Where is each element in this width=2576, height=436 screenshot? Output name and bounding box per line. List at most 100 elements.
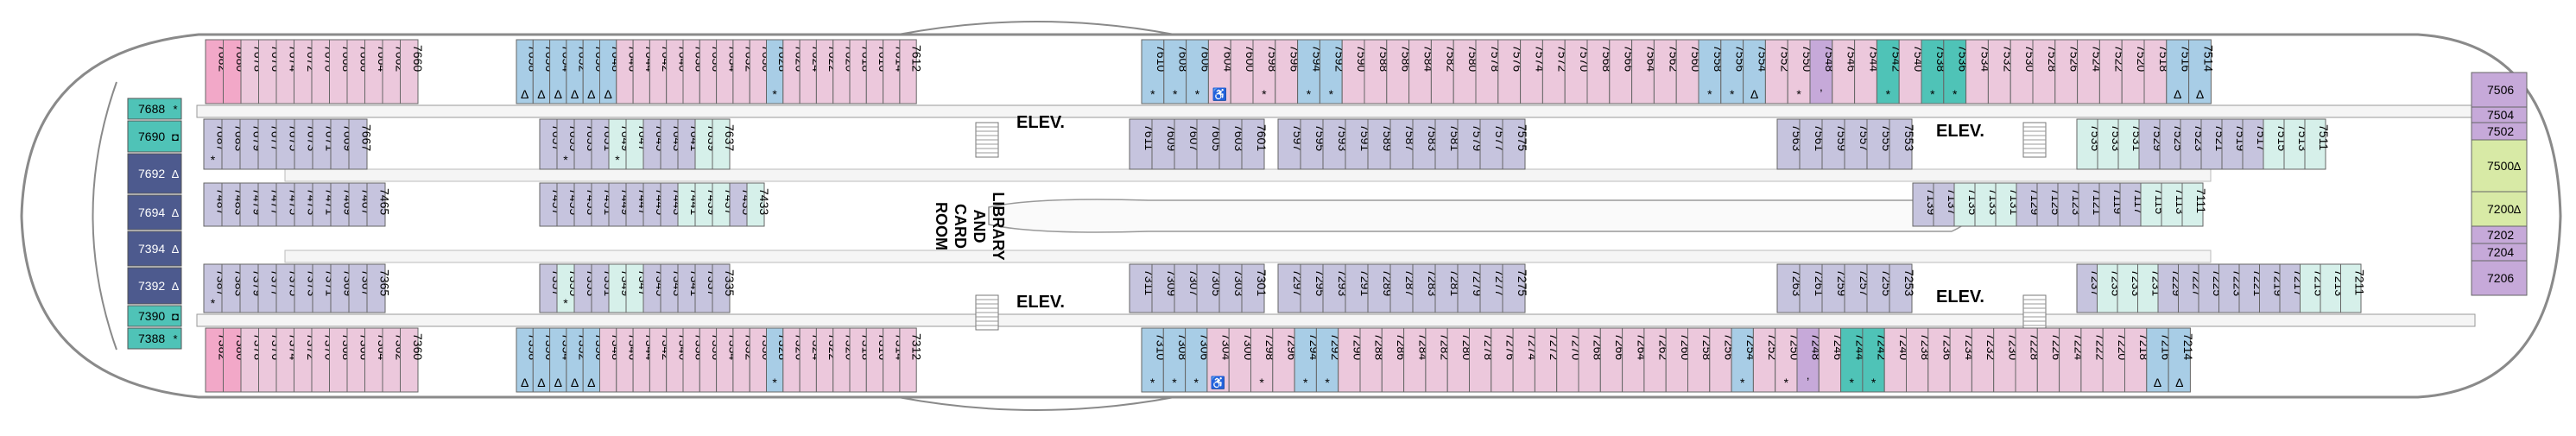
cabin-7226[interactable]: 7226	[2036, 327, 2064, 393]
cabin-7253[interactable]: 7253	[1889, 263, 1916, 313]
cabin-7280[interactable]: 7280	[1446, 327, 1474, 393]
cabin-number: 7253	[1902, 269, 1916, 296]
cabin-7572[interactable]: 7572	[1541, 39, 1569, 104]
cabin-7246[interactable]: 7246	[1818, 327, 1845, 393]
cabin-7540[interactable]: 7540	[1898, 39, 1926, 104]
cabin-7555[interactable]: 7555	[1866, 118, 1894, 170]
cabin-number: 7690	[138, 130, 165, 143]
cabin-7660[interactable]: 7660	[400, 39, 425, 104]
cabin-symbol: ◘	[172, 130, 179, 143]
cabin-7612[interactable]: 7612	[899, 39, 924, 104]
cabin-7388[interactable]: 7388*	[127, 327, 182, 350]
cabin-7594[interactable]: 7594*	[1297, 39, 1325, 104]
cabin-box	[1277, 263, 1301, 313]
cabin-symbol: Δ	[172, 167, 180, 180]
cabin-7502[interactable]: 7502	[2471, 122, 2528, 141]
cabin-7278[interactable]: 7278	[1469, 327, 1497, 393]
cabin-7560[interactable]: 7560	[1675, 39, 1703, 104]
cabin-7125[interactable]: 7125	[2036, 182, 2063, 227]
cabin-7556[interactable]: 7556*	[1720, 39, 1748, 104]
cabin-7264[interactable]: 7264	[1622, 327, 1649, 393]
cabin-7242[interactable]: 7242*	[1862, 327, 1889, 393]
cabin-7296[interactable]: 7296	[1272, 327, 1300, 393]
cabin-7557[interactable]: 7557	[1844, 118, 1871, 170]
cabin-7306[interactable]: 7306*	[1185, 327, 1212, 393]
cabin-7433[interactable]: 7433	[746, 182, 771, 227]
cabin-7690[interactable]: 7690 ◘	[127, 120, 182, 153]
cabin-number: 7601	[1255, 124, 1269, 151]
cabin-box	[127, 98, 182, 120]
cabin-7559[interactable]: 7559	[1821, 118, 1849, 170]
cabin-7277[interactable]: 7277	[1479, 263, 1507, 313]
cabin-7258[interactable]: 7258	[1687, 327, 1715, 393]
cabin-7365[interactable]: 7365	[366, 263, 392, 313]
cabin-7511[interactable]: 7511	[2304, 118, 2331, 170]
atrium-bottom-arc	[897, 396, 1175, 411]
cabin-7284[interactable]: 7284	[1403, 327, 1431, 393]
cabin-7275[interactable]: 7275	[1502, 263, 1529, 313]
cabin-7360[interactable]: 7360	[400, 327, 425, 393]
cabin-7553[interactable]: 7553	[1889, 118, 1916, 170]
cabin-box	[1675, 39, 1699, 104]
cabin-7292[interactable]: 7292*	[1315, 327, 1343, 393]
cabin-7335[interactable]: 7335	[712, 263, 737, 313]
cabin-7546[interactable]: 7546	[1832, 39, 1859, 104]
cabin-7575[interactable]: 7575	[1502, 118, 1529, 170]
cabin-7293[interactable]: 7293	[1322, 263, 1350, 313]
cabin-7688[interactable]: 7688*	[127, 98, 182, 120]
cabin-7637[interactable]: 7637	[712, 118, 737, 170]
cabin-7568[interactable]: 7568	[1586, 39, 1614, 104]
cabin-7290[interactable]: 7290	[1338, 327, 1365, 393]
cabin-7252[interactable]: 7252	[1752, 327, 1780, 393]
cabin-7232[interactable]: 7232	[1971, 327, 1998, 393]
cabin-7590[interactable]: 7590	[1341, 39, 1369, 104]
cabin-7531[interactable]: 7531	[2117, 118, 2144, 170]
cabin-7593[interactable]: 7593	[1322, 118, 1350, 170]
cabin-7552[interactable]: 7552	[1764, 39, 1792, 104]
cabin-box	[400, 39, 419, 104]
cabin-7390[interactable]: 7390◘	[127, 305, 182, 327]
cabin-7523[interactable]: 7523	[2180, 118, 2206, 170]
cabin-7515[interactable]: 7515	[2263, 118, 2289, 170]
cabin-7667[interactable]: 7667	[348, 118, 374, 170]
cabin-symbol: Δ	[604, 87, 611, 101]
cabin-box	[1141, 39, 1165, 104]
cabin-7301[interactable]: 7301	[1241, 263, 1269, 313]
cabin-7506[interactable]: 7506	[2471, 72, 2528, 108]
cabin-7204[interactable]: 7204	[2471, 243, 2528, 262]
cabin-7202[interactable]: 7202	[2471, 225, 2528, 244]
cabin-7564[interactable]: 7564	[1631, 39, 1659, 104]
cabin-7465[interactable]: 7465	[366, 182, 392, 227]
cabin-7222[interactable]: 7222	[2080, 327, 2108, 393]
cabin-7240[interactable]: 7240	[1883, 327, 1911, 393]
cabin-7558[interactable]: 7558*	[1698, 39, 1725, 104]
cabin-7584[interactable]: 7584	[1408, 39, 1436, 104]
cabin-7235[interactable]: 7235	[2097, 263, 2123, 313]
cabin-7111[interactable]: 7111	[2181, 182, 2208, 227]
cabin-7538[interactable]: 7538*	[1921, 39, 1948, 104]
cabin-7596[interactable]: 7596	[1275, 39, 1302, 104]
cabin-7272[interactable]: 7272	[1534, 327, 1561, 393]
cabin-7224[interactable]: 7224	[2059, 327, 2086, 393]
cabin-7206[interactable]: 7206	[2471, 260, 2528, 296]
cabin-7504[interactable]: 7504	[2471, 106, 2528, 123]
cabin-7517[interactable]: 7517	[2242, 118, 2269, 170]
cabin-7211[interactable]: 7211	[2340, 263, 2367, 313]
cabin-7601[interactable]: 7601	[1241, 118, 1269, 170]
cabin-7312[interactable]: 7312	[899, 327, 924, 393]
cabin-7254[interactable]: 7254*	[1731, 327, 1758, 393]
cabin-7518[interactable]: 7518	[2143, 39, 2171, 104]
cabin-7218[interactable]: 7218	[2124, 327, 2152, 393]
cabin-symbol: Δ	[587, 376, 595, 389]
cabin-7225[interactable]: 7225	[2198, 263, 2225, 313]
